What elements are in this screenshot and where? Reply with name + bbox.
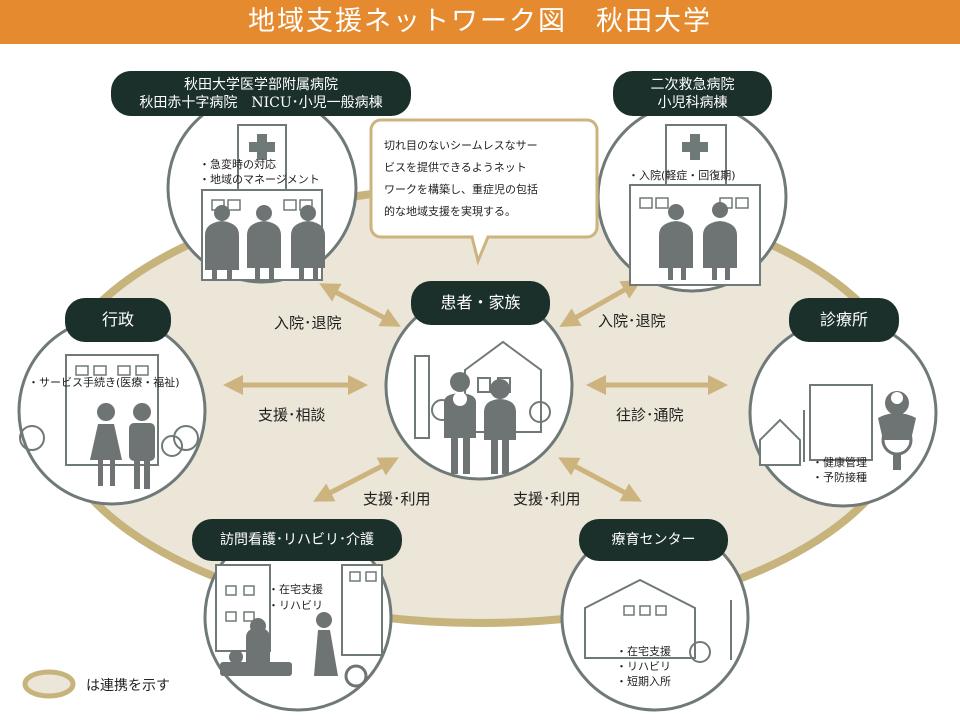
arrow-left-bottom [313,457,399,502]
link-label-left-top: 入院･退院 [274,314,342,332]
rehab-center-label: 療育センター [579,519,728,561]
government-label: 行政 [65,298,171,342]
link-label-right-top: 入院･退院 [598,312,666,330]
home-nursing-label: 訪問看護･リハビリ･介護 [192,519,402,561]
title-bar: 地域支援ネットワーク図 秋田大学 [0,0,960,44]
arrow-right-bottom [558,457,642,502]
secondary-hospital-note-1: ・入院(軽症・回復期) [628,169,736,182]
link-label-left-mid: 支援･相談 [258,406,326,424]
staff-figures-icon [90,403,155,489]
link-label-right-mid: 往診･通院 [616,406,684,424]
university-hospital-note-1: ・急変時の対応 [199,158,276,171]
arrow-right-top [559,280,642,327]
clinic-note-1: ・健康管理 [812,456,867,469]
rehab-center-label-text: 療育センター [611,532,696,548]
secondary-hospital-label-line-2: 小児科病棟 [657,94,728,111]
secondary-hospital-label: 二次救急病院 小児科病棟 [613,71,772,116]
rehab-center-note-1: ・在宅支援 [616,645,671,658]
doctor-figures-icon [205,205,325,280]
clinic-label-text: 診療所 [819,310,868,329]
bubble-text: 切れ目のないシームレスなサー ビスを提供できるようネット ワークを構築し、重症児… [384,135,584,223]
clinic-label: 診療所 [789,298,899,342]
clinic-note-2: ・予防接種 [812,471,867,484]
secondary-hospital-label-line-1: 二次救急病院 [650,76,735,93]
bubble-text-line-3: ワークを構築し、重症児の包括 [384,183,538,196]
nurse-figures-icon [659,202,737,280]
rehab-center-note-2: ・リハビリ [616,660,671,673]
government-label-text: 行政 [101,310,134,329]
link-label-left-bottom: 支援･利用 [363,490,431,508]
university-hospital-label-line-2: 秋田赤十字病院 NICU･小児一般病棟 [139,94,383,111]
arrow-left-top [319,283,401,327]
legend-ellipse-icon [22,669,76,699]
home-nursing-note-1: ・在宅支援 [268,583,323,596]
center-building-icon [584,578,732,663]
government-note-1: ・サービス手続き(医療・福祉) [28,376,180,389]
university-hospital-label: 秋田大学医学部附属病院 秋田赤十字病院 NICU･小児一般病棟 [111,71,411,116]
university-hospital-note-2: ・地域のマネージメント [199,173,320,186]
bubble-text-line-1: 切れ目のないシームレスなサー [384,139,538,152]
link-arrows [223,280,728,502]
speech-bubble [369,118,599,266]
page-title: 地域支援ネットワーク図 秋田大学 [248,6,712,37]
legend-text: は連携を示す [86,678,170,694]
home-nursing-note-2: ・リハビリ [268,599,323,612]
rehab-center-note-3: ・短期入所 [616,675,671,688]
doctor-icon [878,391,916,470]
center-label: 患者・家族 [411,281,550,325]
family-figures-icon [444,372,516,474]
university-hospital-label-line-1: 秋田大学医学部附属病院 [184,76,338,93]
bubble-text-line-2: ビスを提供できるようネット [384,161,527,174]
bubble-text-line-4: 的な地域支援を実現する。 [384,205,516,218]
center-label-text: 患者・家族 [440,293,521,312]
caregiver-figures-icon [220,612,368,688]
link-label-right-bottom: 支援･利用 [513,490,581,508]
home-nursing-label-text: 訪問看護･リハビリ･介護 [220,532,374,548]
clinic-building-icon [759,384,873,466]
apartment-building-icon [215,564,383,656]
